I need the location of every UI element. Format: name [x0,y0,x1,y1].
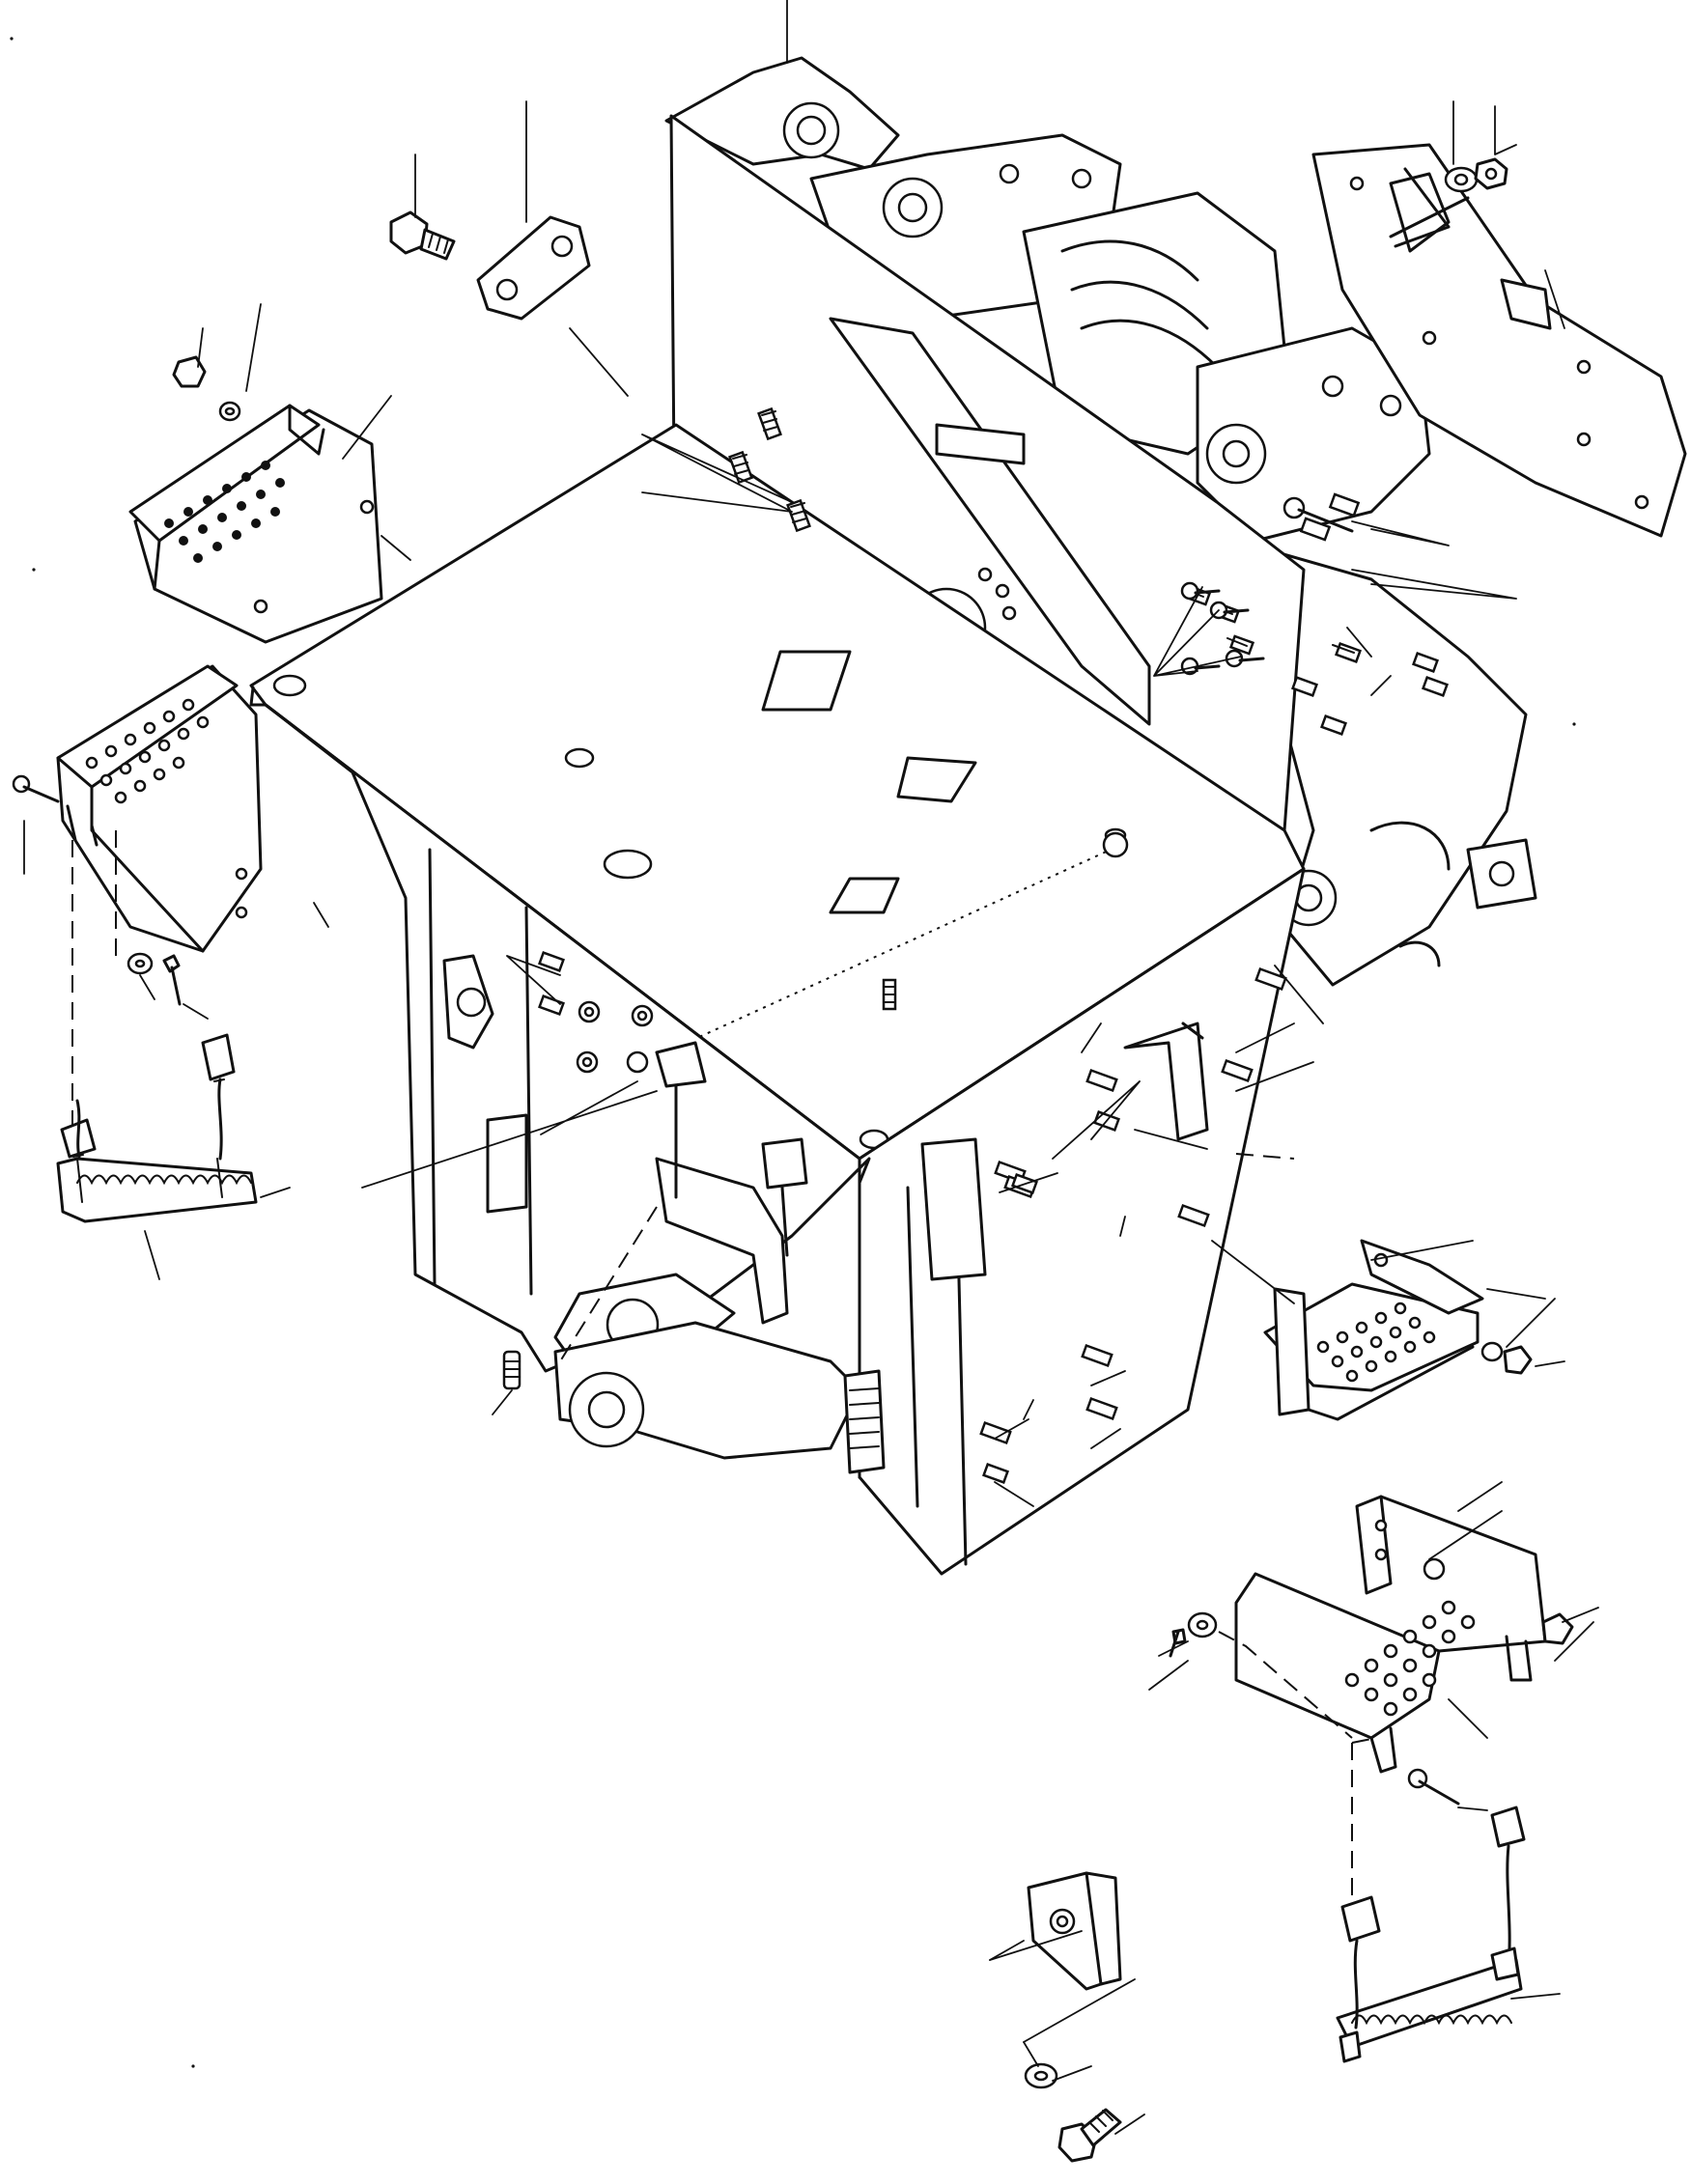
washer [1444,166,1479,193]
stud [1320,714,1347,737]
stud [982,1462,1009,1485]
washer [1024,2062,1058,2089]
step-holes [1344,1600,1476,1717]
step-lower-right [1169,1495,1574,1806]
bolt [576,1050,599,1074]
lower-frame [264,703,1306,1576]
stud [1254,966,1287,992]
stud [538,950,565,973]
cotter-pin [162,954,182,1006]
bolt [1225,649,1265,668]
stud [1291,675,1318,698]
bolt [1180,657,1221,676]
cab-deck-plate [249,423,1306,1161]
stud [502,1350,521,1390]
cap-nut [1541,1612,1574,1645]
washer [218,401,241,422]
leader-lines [23,0,1599,2135]
stud [1081,1343,1113,1368]
stud [1422,675,1449,698]
washer [1480,1341,1504,1362]
bolt [631,1004,654,1027]
stud [882,978,897,1011]
washer [127,952,154,975]
stud [538,994,565,1017]
step-holes [85,698,210,804]
bolt [1282,496,1354,533]
bolt [578,1000,601,1023]
stud [1085,1068,1118,1093]
stud [1332,641,1362,664]
bolt [626,1050,649,1074]
stud [1412,651,1439,674]
hex-bolt [389,210,456,261]
step-holes [1316,1302,1436,1383]
stud [786,498,811,533]
long-bolt [12,774,60,803]
scan-speck [10,37,14,41]
stud [1085,1396,1118,1421]
upper-left-bracket [172,210,591,422]
step-upper-left [128,404,383,644]
nut [1474,157,1508,190]
scan-speck [32,568,36,572]
step-middle-left [56,664,263,953]
studs [502,406,1449,1485]
cap-nut [1503,1345,1533,1375]
hex-bolt [1057,2108,1122,2163]
stud [979,1420,1012,1445]
stud [1299,517,1332,542]
scan-speck [191,2064,195,2068]
ladder-right [1336,1806,1526,2063]
rear-cover-plate [1311,143,1687,538]
stud [1226,634,1255,656]
assembly-lines [71,830,1377,1902]
washer [1187,1611,1218,1638]
stud [1328,492,1361,518]
stud [1221,1058,1254,1083]
stud [757,406,782,441]
angle-bracket [1024,1871,1122,2163]
step-holes [164,461,285,563]
pin-and-washer-left [12,774,182,1006]
step-right-middle [1263,1239,1533,1421]
ladder-left [56,1033,258,1223]
cap-nut [172,355,207,388]
cotter-pin [1169,1628,1187,1658]
stud [728,450,753,485]
long-bolt [1407,1768,1460,1806]
scan-speck [1572,722,1576,726]
stud [1177,1203,1210,1228]
